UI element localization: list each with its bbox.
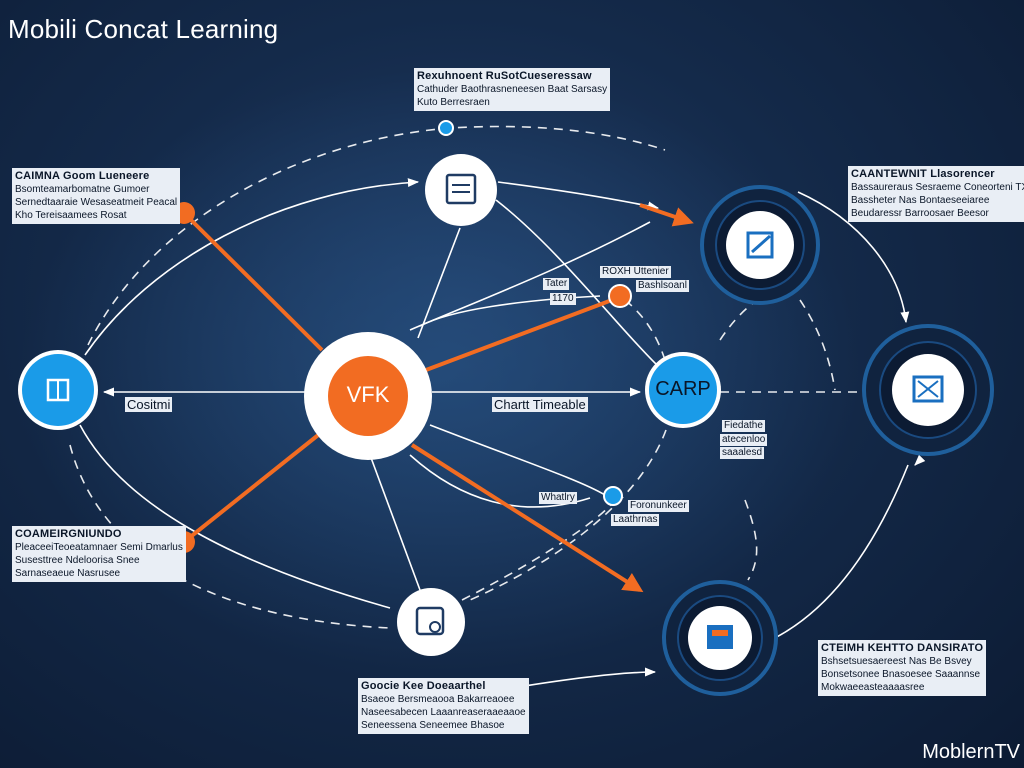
note-line: Susesttree Ndeloorisa Snee	[15, 555, 140, 566]
carp-sub-1: Fiedathe	[722, 420, 765, 432]
orange-dot[interactable]	[608, 284, 632, 308]
chat-icon	[415, 606, 445, 636]
note-right-bottom: CTEIMH KEHTTO DANSIRATO Bshsetsuesaerees…	[818, 640, 987, 696]
note-line: Kho Tereisaamees Rosat	[15, 210, 127, 221]
note-heading: CAIMNA Goom Lueneere	[15, 170, 150, 182]
note-line: Beudaressr Barroosaer Beesor	[851, 208, 989, 219]
bottom-node[interactable]	[397, 588, 465, 656]
note-heading: CAANTEWNIT Llasorencer	[851, 168, 995, 180]
orange-connectors	[182, 203, 694, 593]
note-line: Naseesabecen Laaanreaseraaeaaoe	[361, 707, 526, 718]
carp-node[interactable]	[645, 352, 721, 428]
note-line: Cathuder Baothrasneneesen Baat Sarsasy	[417, 84, 608, 95]
carp-node-label: CARP	[655, 378, 711, 400]
note-line: Bonsetsonee Bnasoesee Saaannse	[821, 669, 981, 680]
note-line: Bsaeoe Bersmeaooa Bakarreaoee	[361, 694, 515, 705]
top-node[interactable]	[425, 154, 497, 226]
carp-sub-3: saaalesd	[720, 447, 765, 459]
edge-label-upper-2: 1170	[550, 293, 576, 305]
note-heading: CTEIMH KEHTTO DANSIRATO	[821, 642, 984, 654]
note-heading: COAMEIRGNIUNDO	[15, 528, 122, 540]
far-right-node[interactable]	[862, 324, 994, 456]
note-line: Sarnaseaeue Nasrusee	[15, 568, 121, 579]
note-line: Bassaureraus Sesraeme Coneorteni TXf	[851, 182, 1024, 193]
brand-logo-text: MoblernTV	[922, 741, 1020, 763]
note-line: Kuto Berresraen	[417, 97, 490, 108]
center-node-label: VFK	[346, 382, 390, 407]
right-top-node[interactable]	[700, 185, 820, 305]
card-icon	[707, 625, 733, 649]
grid-icon	[46, 378, 70, 402]
carp-sub-2: atecenloo	[720, 434, 768, 446]
note-heading: Rexuhnoent RuSotCueseressaw	[417, 70, 592, 82]
edge-label-left: Cositmi	[125, 397, 173, 412]
note-line: Seneessena Seneemee Bhasoe	[361, 720, 505, 731]
note-bottom: Goocie Kee Doeaarthel Bsaeoe Bersmeaooa …	[358, 678, 529, 734]
small-dot-label-2: Laathrnas	[611, 514, 660, 526]
note-line: Bshsetsuesaereest Nas Be Bsvey	[821, 656, 972, 667]
note-line: Sernedtaaraie Wesaseatmeit Peacal	[15, 197, 178, 208]
small-dot-label-1: Foronunkeer	[628, 500, 689, 512]
solid-connectors	[79, 178, 926, 691]
note-heading: Goocie Kee Doeaarthel	[361, 680, 486, 692]
message-icon	[912, 375, 944, 403]
note-line: PleaceeiTeoeatamnaer Semi Dmarlus	[15, 542, 183, 553]
dot-label-1: ROXH Uttenier	[600, 266, 671, 278]
note-line: Mokwaeeasteaaaasree	[821, 682, 925, 693]
blue-dot[interactable]	[438, 120, 454, 136]
dot-label-2: Bashlsoanl	[636, 280, 689, 292]
note-left-top: CAIMNA Goom Lueneere Bsomteamarbomatne G…	[12, 168, 181, 224]
edit-icon	[746, 231, 774, 259]
blue-dot[interactable]	[603, 486, 623, 506]
note-line: Bsomteamarbomatne Gumoer	[15, 184, 150, 195]
right-bottom-node[interactable]	[662, 580, 778, 696]
note-right-top: CAANTEWNIT Llasorencer Bassaureraus Sesr…	[848, 166, 1024, 222]
edge-label-right: Chartt Timeable	[492, 397, 588, 412]
document-icon	[445, 173, 477, 205]
note-line: Bassheter Nas Bontaeseeiaree	[851, 195, 990, 206]
note-top: Rexuhnoent RuSotCueseressaw Cathuder Bao…	[414, 68, 611, 111]
edge-label-lower: Whatlry	[539, 492, 577, 504]
left-node[interactable]	[18, 350, 98, 430]
note-left-bottom: COAMEIRGNIUNDO PleaceeiTeoeatamnaer Semi…	[12, 526, 186, 582]
page-title: Mobili Concat Learning	[8, 14, 279, 44]
center-node[interactable]	[304, 332, 432, 460]
edge-label-upper-1: Tater	[543, 278, 570, 290]
